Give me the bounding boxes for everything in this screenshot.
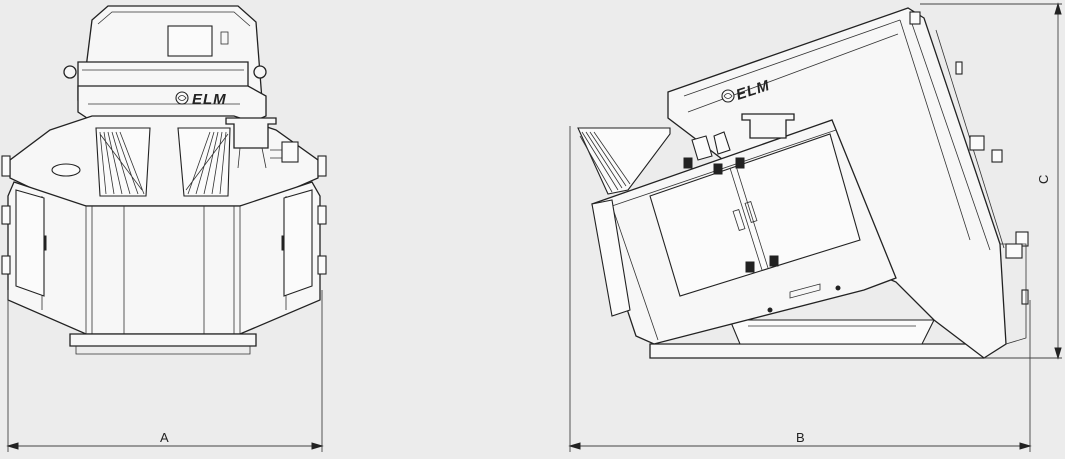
dimension-a-label: A xyxy=(160,430,169,445)
funnels xyxy=(95,127,231,197)
elm-wave-logo-icon xyxy=(175,91,189,105)
front-view: ELM xyxy=(1,5,327,355)
side-base xyxy=(649,343,985,359)
side-brackets xyxy=(1,155,327,275)
side-door-left xyxy=(15,189,45,297)
dimension-c-label: C xyxy=(1036,175,1051,184)
side-view-brackets xyxy=(909,11,1029,305)
door-latches xyxy=(683,157,779,273)
side-feed-pipe xyxy=(741,113,795,139)
elm-wave-logo-icon-side xyxy=(721,89,735,103)
side-door-right xyxy=(283,189,313,297)
side-chute xyxy=(577,127,671,195)
dimension-a: A xyxy=(6,290,324,452)
dimension-b: B xyxy=(568,126,1032,452)
side-view: ELM xyxy=(577,7,1029,359)
top-plate xyxy=(9,115,319,207)
logo-text-front: ELM xyxy=(192,91,227,108)
base-frame xyxy=(69,333,257,347)
logo-front: ELM xyxy=(175,91,227,108)
valve-block xyxy=(281,141,299,163)
inspection-port xyxy=(51,163,81,177)
dimension-c: C xyxy=(920,2,1062,360)
dimension-b-label: B xyxy=(796,430,805,445)
top-hopper: ELM xyxy=(63,5,267,125)
feed-pipe xyxy=(225,117,277,149)
base-trough xyxy=(729,319,935,345)
